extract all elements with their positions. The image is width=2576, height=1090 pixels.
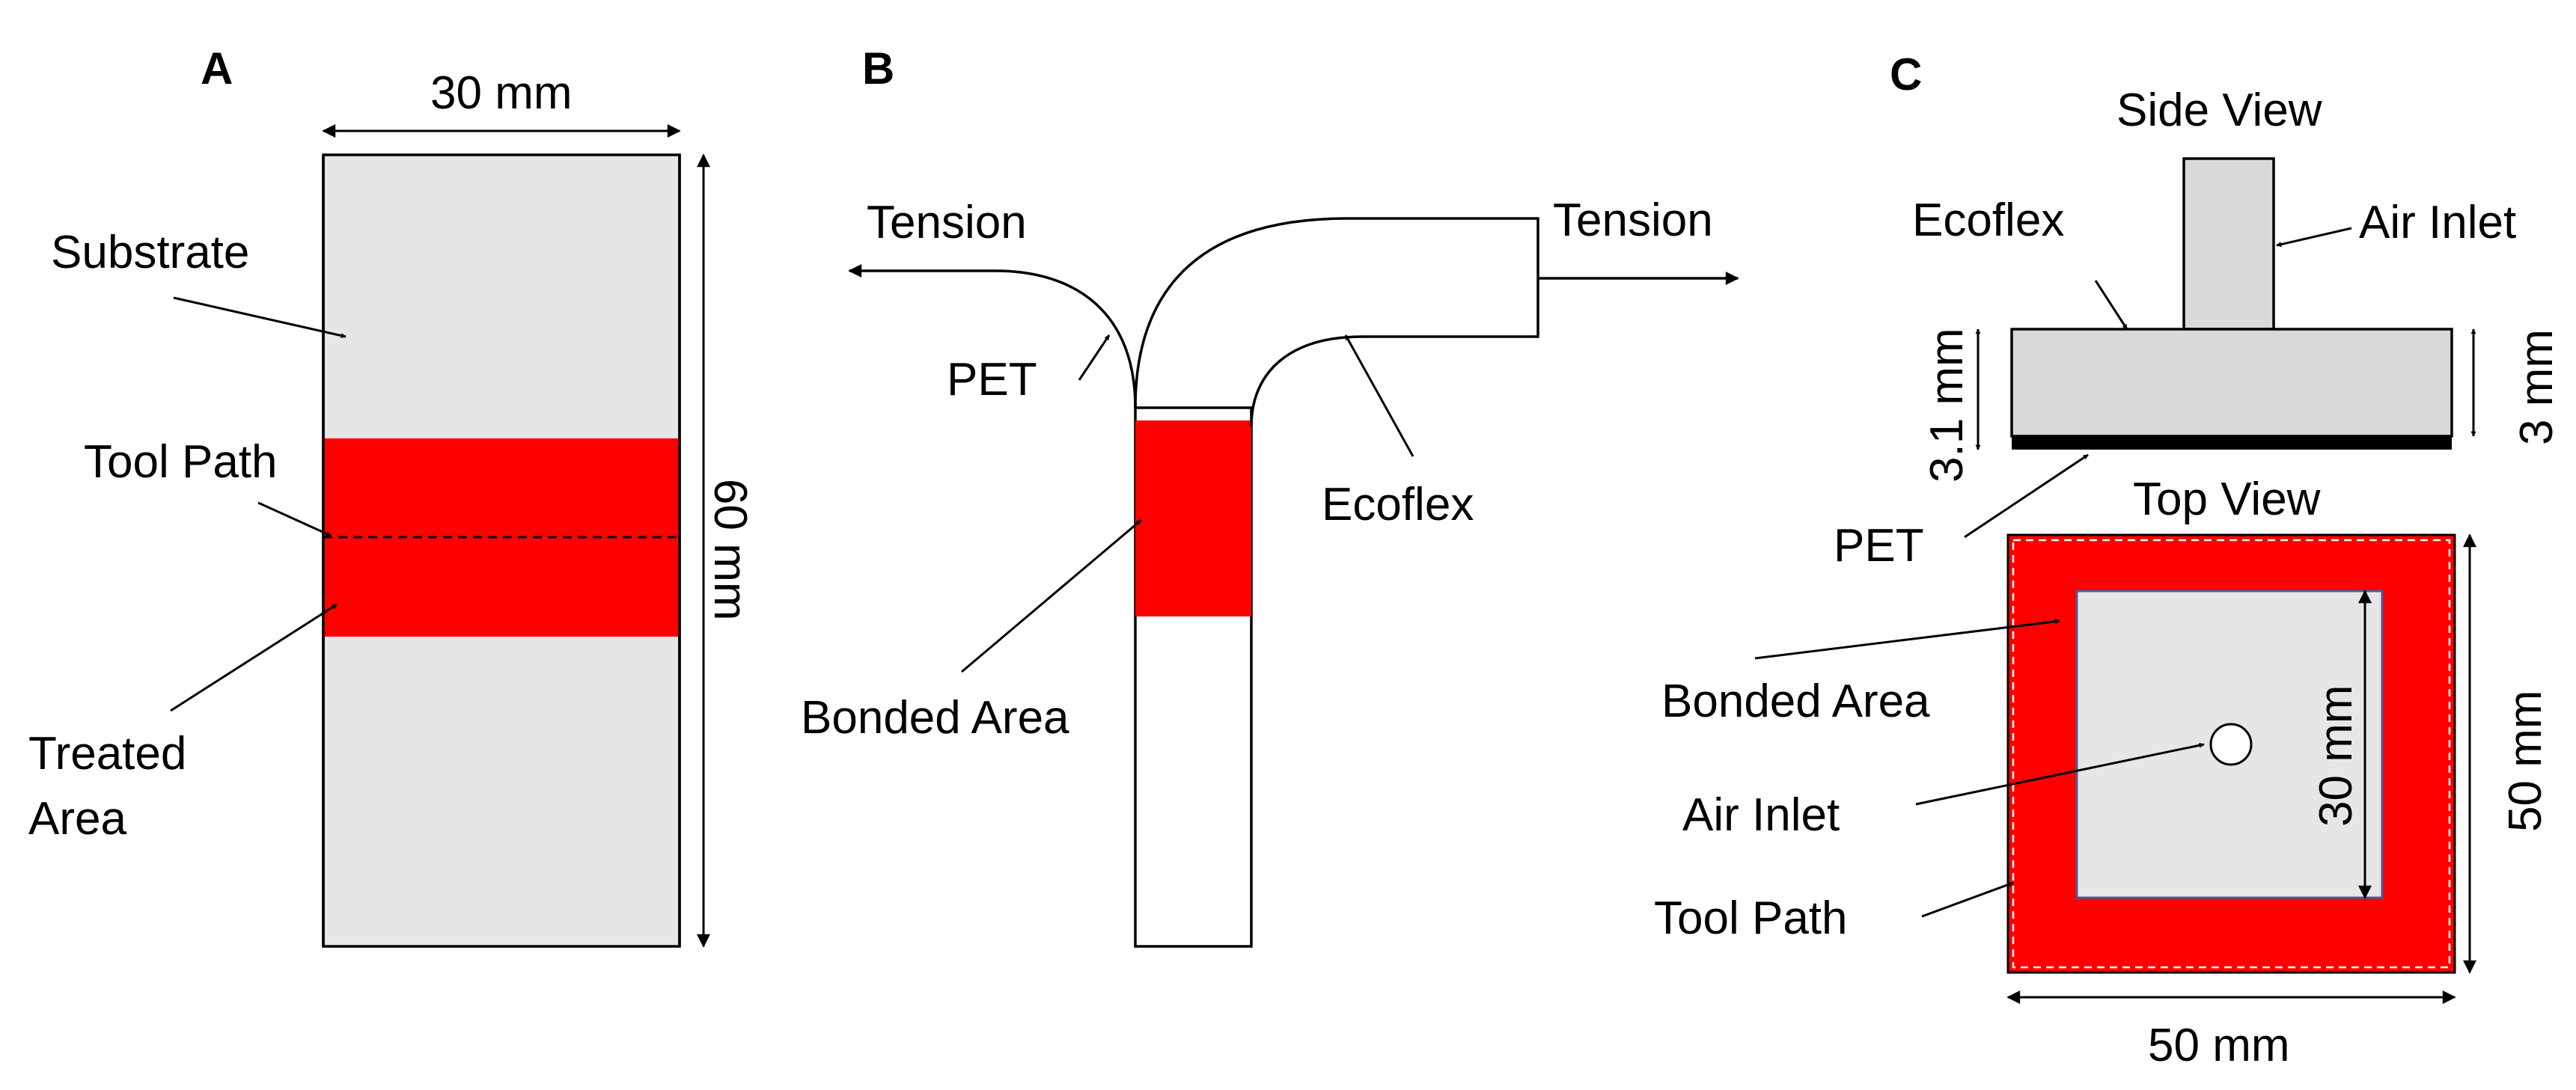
b-pet-peel-curve (848, 264, 1137, 408)
b-tension-left-label: Tension (867, 197, 1027, 248)
c-dim-right-label: 3 mm (2511, 329, 2563, 445)
panel-c-letter: C (1890, 49, 1922, 99)
b-ecoflex-label: Ecoflex (1322, 479, 1474, 530)
c-tool-path-label: Tool Path (1654, 892, 1848, 944)
a-substrate-label: Substrate (51, 227, 249, 278)
c-ecoflex-leader (2094, 280, 2128, 330)
a-height-dim-label: 60 mm (704, 479, 756, 620)
panel-c: C Side View Ecoflex Air Inlet 3.1 mm 3 m… (1654, 49, 2563, 1071)
c-air-inlet-top-leader (1915, 742, 2205, 806)
c-side-view-label: Side View (2116, 85, 2322, 136)
c-top-tool-path-line (2012, 539, 2451, 969)
c-air-inlet-top-label: Air Inlet (1682, 789, 1840, 841)
b-bonded-area (1135, 420, 1251, 616)
b-pet-leader (1078, 334, 1111, 381)
c-inner-dim-label: 30 mm (2310, 685, 2362, 827)
c-air-inlet-tube (2182, 157, 2275, 331)
a-treated-area (323, 438, 680, 637)
b-ecoflex-leader (1344, 334, 1414, 457)
a-treated-leader (170, 603, 338, 712)
panel-b-letter: B (862, 43, 894, 94)
b-ecoflex-peel-curve (1134, 217, 1539, 427)
c-bonded-area-leader (1754, 619, 2060, 660)
c-ecoflex-layer (2010, 328, 2453, 438)
c-air-inlet-hole (2209, 723, 2253, 766)
a-treated-label-line1: Treated (28, 728, 186, 780)
a-treated-label-line2: Area (28, 793, 126, 845)
c-top-view-label: Top View (2133, 474, 2321, 525)
panel-b: B Tension Tension PET Ecoflex Bonded Are… (801, 43, 1739, 948)
panel-a: A 30 mm 60 mm Substrate Tool Path Treate… (28, 43, 756, 948)
c-air-inlet-side-leader (2276, 227, 2352, 247)
panel-a-letter: A (201, 43, 233, 94)
b-bonded-area-label: Bonded Area (801, 692, 1069, 744)
c-pet-layer (2012, 436, 2452, 450)
c-dim-left-label: 3.1 mm (1921, 328, 1973, 483)
c-ecoflex-label: Ecoflex (1912, 195, 2064, 246)
c-bonded-area-label: Bonded Area (1661, 676, 1930, 727)
a-width-dim-label: 30 mm (430, 67, 572, 119)
c-outer-dim-right-label: 50 mm (2500, 691, 2551, 832)
c-outer-dim-bottom-label: 50 mm (2148, 1020, 2289, 1071)
b-bonded-area-leader (961, 518, 1142, 673)
a-tool-path-leader (257, 501, 332, 537)
b-pet-label: PET (947, 354, 1037, 405)
a-substrate-leader (173, 296, 347, 339)
c-tool-path-leader (1921, 881, 2014, 918)
c-pet-leader (1964, 453, 2089, 539)
c-air-inlet-side-label: Air Inlet (2359, 197, 2516, 248)
c-pet-label: PET (1834, 520, 1924, 572)
b-tension-right-label: Tension (1553, 195, 1713, 246)
a-tool-path-label: Tool Path (84, 436, 278, 488)
